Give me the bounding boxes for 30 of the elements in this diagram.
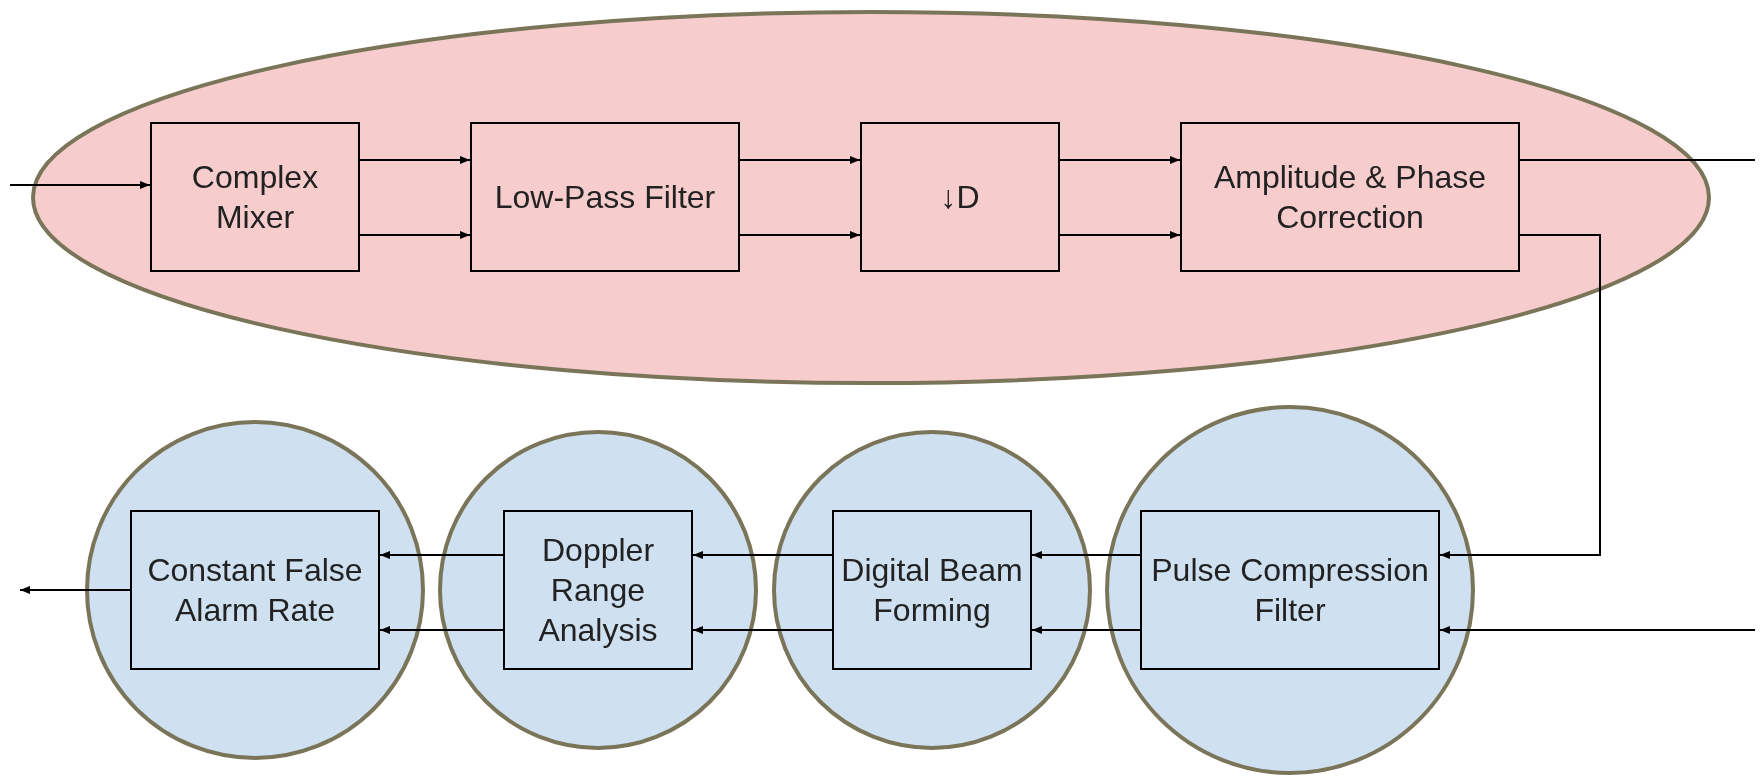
arrow bbox=[692, 551, 833, 559]
process-box: Constant False Alarm Rate bbox=[130, 510, 380, 670]
arrow bbox=[359, 231, 471, 239]
circle-group bbox=[1105, 405, 1475, 775]
process-box: Doppler Range Analysis bbox=[503, 510, 693, 670]
arrow bbox=[1059, 231, 1181, 239]
arrow bbox=[359, 156, 471, 164]
arrow bbox=[1031, 551, 1141, 559]
arrow bbox=[739, 156, 861, 164]
circle-group bbox=[438, 430, 758, 750]
arrow bbox=[9, 181, 151, 189]
process-box: Complex Mixer bbox=[150, 122, 360, 272]
arrow bbox=[379, 551, 504, 559]
ellipse-group bbox=[31, 10, 1711, 385]
process-box: Low-Pass Filter bbox=[470, 122, 740, 272]
arrow bbox=[1059, 156, 1181, 164]
line bbox=[1519, 159, 1756, 161]
circle-group bbox=[85, 420, 425, 760]
arrow bbox=[692, 626, 833, 634]
arrow bbox=[1031, 626, 1141, 634]
arrow bbox=[1439, 626, 1756, 634]
process-box: Digital Beam Forming bbox=[832, 510, 1032, 670]
arrow bbox=[1439, 234, 1601, 559]
arrow bbox=[379, 626, 504, 634]
process-box: Amplitude & Phase Correction bbox=[1180, 122, 1520, 272]
arrow bbox=[19, 586, 131, 594]
process-box: Pulse Compression Filter bbox=[1140, 510, 1440, 670]
process-box: ↓D bbox=[860, 122, 1060, 272]
circle-group bbox=[772, 430, 1092, 750]
arrow bbox=[739, 231, 861, 239]
